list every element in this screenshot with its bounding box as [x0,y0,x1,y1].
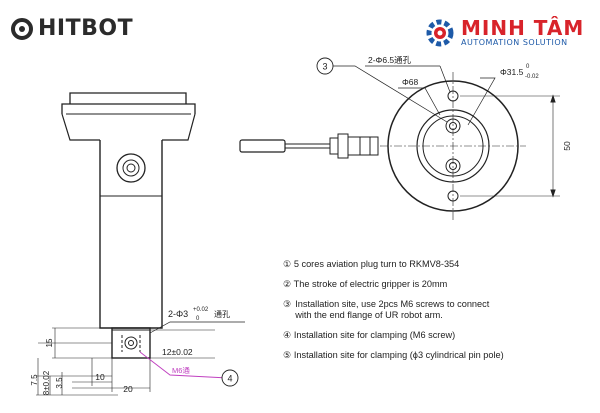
dim-8: 8±0.02 [42,370,51,395]
minhtam-gear-icon [426,19,454,47]
minhtam-logo-subtitle: AUTOMATION SOLUTION [461,38,568,47]
note-3-text: Installation site, use 2pcs M6 screws to… [295,299,490,320]
callout-4-number: 4 [227,374,232,384]
hitbot-gear-icon [11,17,33,40]
side-hole-tol-upper: +0.02 [193,307,209,313]
callout-4-circle [221,369,239,387]
callout-3-circle [316,57,334,75]
dim-7-5: 7.5 [30,374,39,386]
note-1: ① 5 cores aviation plug turn to RKMV8-35… [283,259,598,270]
phi68-label: Φ68 [402,77,419,87]
hitbot-logo-text: HITBOT [38,16,134,41]
note-3-num: ③ [283,299,292,309]
side-hole-label: 2-Φ3 [168,309,188,319]
notes-list: ① 5 cores aviation plug turn to RKMV8-35… [283,259,598,370]
note-5-num: ⑤ [283,350,292,360]
note-4: ④ Installation site for clamping (M6 scr… [283,330,598,341]
note-1-num: ① [283,259,292,269]
side-hole-suffix: 通孔 [214,309,230,319]
note-5: ⑤ Installation site for clamping (ϕ3 cyl… [283,350,598,361]
minhtam-logo-title: MINH TÂM [461,16,585,40]
dim-15: 15 [45,338,54,347]
side-view [36,92,245,396]
callout-3-number: 3 [322,62,327,72]
front-view [239,65,560,220]
phi315-tol-lower: -0.02 [525,74,539,80]
note-4-text: Installation site for clamping (M6 screw… [293,330,456,340]
note-2: ② The stroke of electric gripper is 20mm [283,279,598,290]
note-1-text: 5 cores aviation plug turn to RKMV8-354 [293,259,460,269]
clamp-dim-label: 12±0.02 [162,347,193,357]
note-2-num: ② [283,279,292,289]
dim-10: 10 [95,372,105,382]
minhtam-logo: MINH TÂM AUTOMATION SOLUTION [425,18,584,48]
phi315-label: Φ31.5 [500,67,524,77]
callout-4-leader [139,351,229,379]
note-2-text: The stroke of electric gripper is 20mm [293,279,448,289]
phi315-tol-upper: 0 [526,64,530,70]
front-hole-label: 2-Φ6.5通孔 [368,55,412,65]
dim-3-5: 3.5 [55,377,64,389]
dim-50: 50 [562,141,572,151]
side-hole-tol-lower: 0 [196,316,200,322]
note-4-num: ④ [283,330,292,340]
screw-label: M6通 [172,365,190,375]
note-5-text: Installation site for clamping (ϕ3 cylin… [293,350,504,360]
dim-20: 20 [123,384,133,394]
hitbot-logo: HITBOT [10,16,133,41]
